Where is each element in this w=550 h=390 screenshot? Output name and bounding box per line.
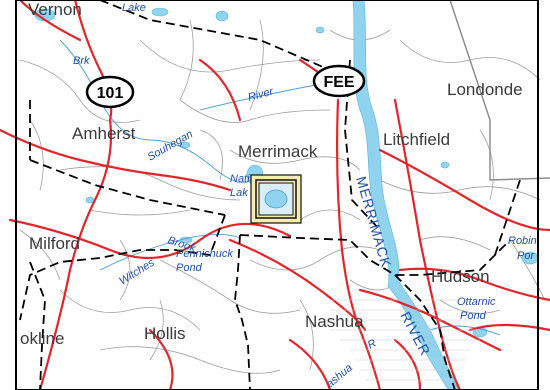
county-boundary — [449, 0, 550, 181]
label-robinson: Robin — [508, 235, 537, 247]
label-natticook-lake: Lak — [230, 187, 248, 199]
town-merrimack: Merrimack — [238, 142, 318, 161]
town-vernon: Vernon — [28, 0, 82, 19]
map-frame — [15, 0, 539, 390]
label-pennichuck-pond: Pond — [176, 262, 203, 274]
town-amherst: Amherst — [72, 124, 136, 143]
label-robinson-pond: Por — [517, 250, 535, 262]
town-milford: Milford — [29, 234, 80, 253]
town-boundaries — [19, 0, 521, 390]
town-hollis: Hollis — [144, 324, 186, 343]
location-marker[interactable] — [250, 174, 302, 224]
minor-roads — [19, 19, 546, 374]
fee-label: FEE — [323, 74, 354, 91]
label-ottarnic: Ottarnic — [457, 296, 496, 308]
town-litchfield: Litchfield — [383, 130, 450, 149]
fee-shield[interactable]: FEE — [312, 64, 366, 98]
urban-area — [325, 299, 480, 381]
label-pennichuck: Pennichuck — [176, 248, 233, 260]
label-brk: Brk — [73, 55, 90, 67]
route-101-shield[interactable]: 101 — [85, 75, 135, 109]
town-nashua: Nashua — [305, 312, 364, 331]
town-londonderry: Londonde — [447, 80, 523, 99]
route-101-label: 101 — [97, 85, 124, 102]
town-hudson: Hudson — [431, 267, 490, 286]
label-natticook: Nati — [230, 173, 250, 185]
town-brookline: okline — [20, 329, 64, 348]
label-lake-top: Lake — [122, 2, 146, 14]
label-ottarnic-pond: Pond — [460, 310, 487, 322]
